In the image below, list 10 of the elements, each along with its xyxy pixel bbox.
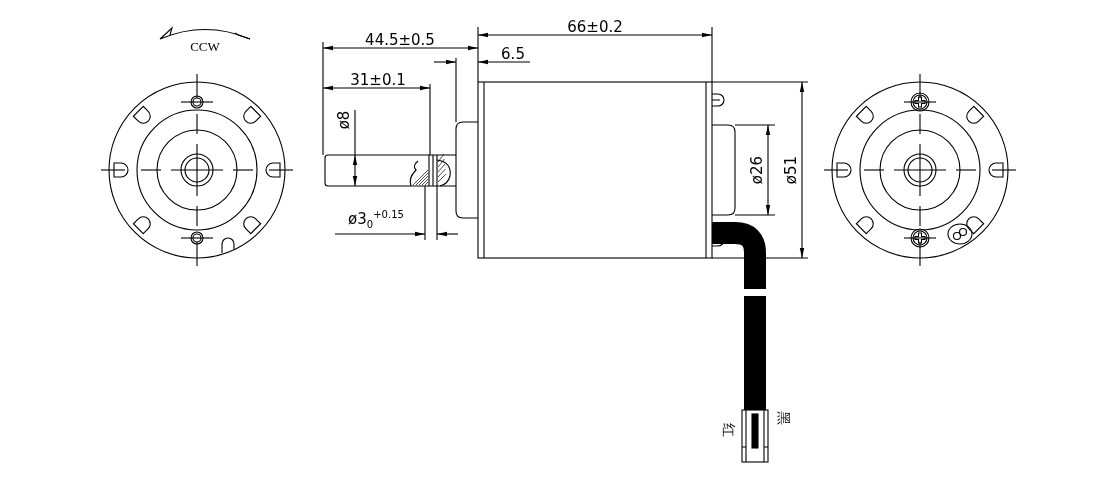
dimension-label: 66±0.2 — [567, 19, 623, 35]
dimension-label: ø26 — [749, 155, 765, 185]
dimension-label: 31±0.1 — [350, 72, 406, 88]
wire-label: 红 — [722, 423, 736, 437]
dimension-label: ø8 — [336, 110, 352, 130]
dimension-label: 6.5 — [501, 46, 525, 62]
dimension-label: ø51 — [783, 155, 799, 185]
dimension-label: 44.5±0.5 — [365, 32, 435, 48]
wire-label: 黑 — [777, 411, 791, 425]
rotation-label: CCW — [190, 39, 220, 53]
